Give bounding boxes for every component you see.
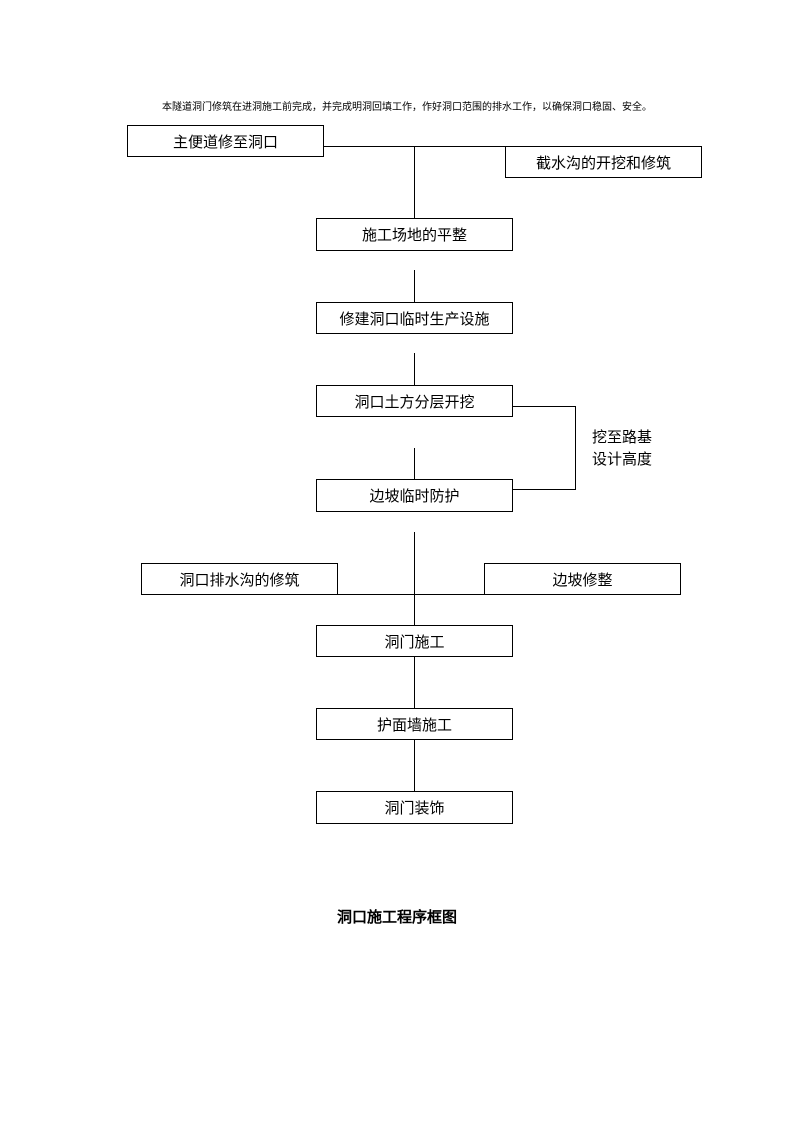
loop-label-line2: 设计高度	[592, 450, 653, 468]
loop-label: 挖至路基 设计高度	[592, 426, 652, 470]
connector-top-trunk	[414, 146, 415, 219]
connector-protection-portal	[414, 532, 415, 626]
step-wall: 护面墙施工	[316, 708, 513, 740]
loop-line-bottom	[512, 489, 576, 490]
connector-facility-excavation	[414, 353, 415, 386]
step-ditch: 截水沟的开挖和修筑	[505, 146, 702, 178]
connector-site-facility	[414, 270, 415, 303]
loop-label-line1: 挖至路基	[592, 428, 653, 446]
loop-line-right	[575, 406, 576, 489]
step-protection: 边坡临时防护	[316, 479, 513, 512]
diagram-caption: 洞口施工程序框图	[336, 908, 457, 926]
step-drain: 洞口排水沟的修筑	[141, 563, 338, 595]
step-road: 主便道修至洞口	[127, 125, 324, 157]
step-slope: 边坡修整	[484, 563, 681, 595]
loop-line-top	[512, 406, 576, 407]
connector-wall-decoration	[414, 740, 415, 792]
intro-note: 本隧道洞门修筑在进洞施工前完成，并完成明洞回填工作，作好洞口范围的排水工作，以确…	[162, 102, 652, 113]
step-facility: 修建洞口临时生产设施	[316, 302, 513, 334]
connector-drain-slope	[337, 594, 484, 595]
step-portal: 洞门施工	[316, 625, 513, 657]
connector-excavation-protection	[414, 448, 415, 480]
step-decoration: 洞门装饰	[316, 791, 513, 824]
step-site: 施工场地的平整	[316, 218, 513, 251]
step-excavation: 洞口土方分层开挖	[316, 385, 513, 417]
connector-portal-wall	[414, 657, 415, 709]
